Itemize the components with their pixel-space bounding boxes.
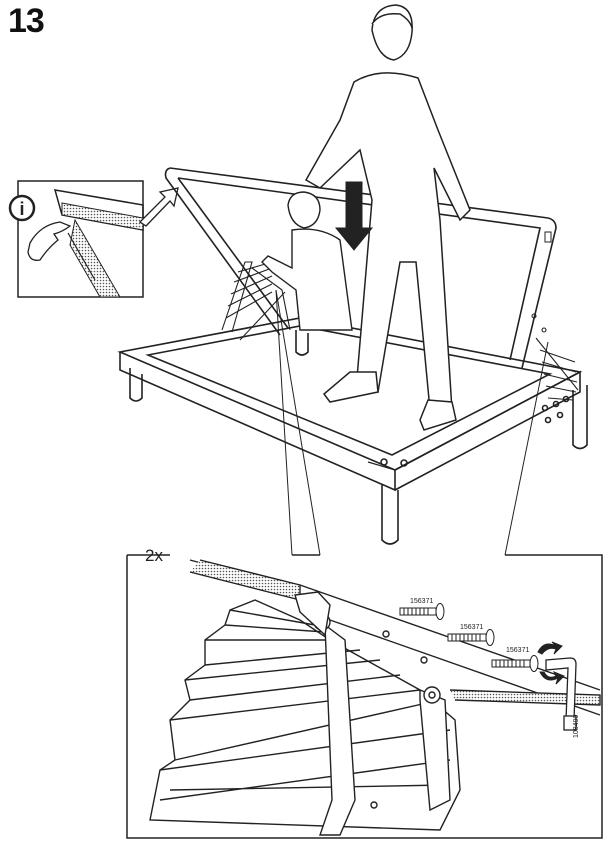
step-number: 13 [8, 2, 45, 40]
screw-1-part-number: 156371 [410, 598, 433, 605]
screw-1 [399, 603, 445, 620]
press-down-arrow-icon [334, 181, 374, 251]
quantity-label: 2x [145, 546, 163, 565]
person-adult [304, 4, 471, 431]
screw-3-part-number: 156371 [506, 647, 529, 654]
detail-leader-lines [275, 289, 549, 556]
allen-key-icon [545, 657, 577, 731]
detail-mechanism [149, 559, 601, 836]
callout-arrow-icon [138, 187, 179, 227]
person-child [261, 191, 353, 331]
detail-box: 2x [126, 546, 603, 839]
pleated-mechanism-right [531, 313, 579, 401]
info-icon: i [8, 194, 36, 222]
info-callout: i [8, 180, 179, 298]
info-icon-glyph: i [19, 199, 24, 219]
screw-3 [491, 655, 539, 672]
bed-base [117, 317, 588, 545]
screw-2 [447, 629, 495, 646]
finger-icon [27, 221, 72, 261]
screw-2-part-number: 156371 [460, 624, 483, 631]
tool-code: 108490 [573, 715, 580, 738]
rotate-arrows-icon [537, 641, 565, 685]
